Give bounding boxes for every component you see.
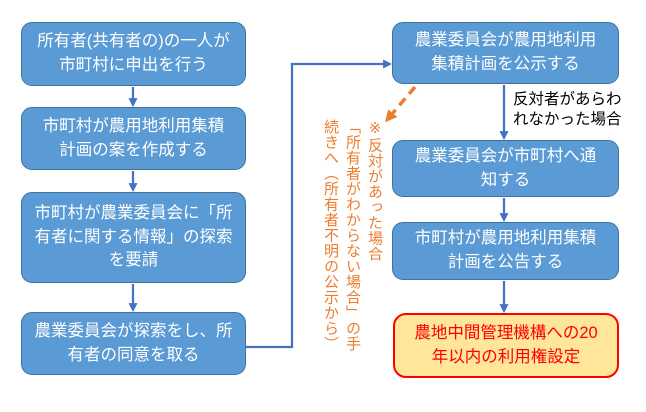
note-line: ※反対があった場合 <box>366 119 383 262</box>
edge-label-no-opponents: 反対者があらわ れなかった場合 <box>513 91 622 128</box>
flow-node-search-consent: 農業委員会が探索をし、所 有者の同意を取る <box>21 312 246 375</box>
flow-node-committee-notify: 農業委員会が市町村へ通 知する <box>392 140 619 197</box>
flow-node-plan-public-notice: 農業委員会が農用地利用 集積計画を公示する <box>392 22 619 84</box>
note-line: 続きへ（所有者不明の公示から） <box>322 119 339 352</box>
note-opposition-case: ※反対があった場合 「所有者がわからない場合」の手 続きへ（所有者不明の公示から… <box>319 119 385 352</box>
flow-node-plan-draft: 市町村が農用地利用集積 計画の案を作成する <box>21 107 246 170</box>
flow-node-search-request: 市町村が農業委員会に「所 有者に関する情報」の探索 を要請 <box>21 192 246 283</box>
flow-node-usage-right-result: 農地中間管理機構への20 年以内の利用権設定 <box>393 313 619 378</box>
dashed-arrow-opposition <box>384 85 417 123</box>
flow-node-plan-announcement: 市町村が農用地利用集積 計画を公告する <box>392 222 619 280</box>
flow-node-owner-application: 所有者(共有者の)の一人が 市町村に申出を行う <box>21 22 246 86</box>
note-line: 「所有者がわからない場合」の手 <box>344 119 361 352</box>
connector-l4-r1 <box>244 59 393 349</box>
